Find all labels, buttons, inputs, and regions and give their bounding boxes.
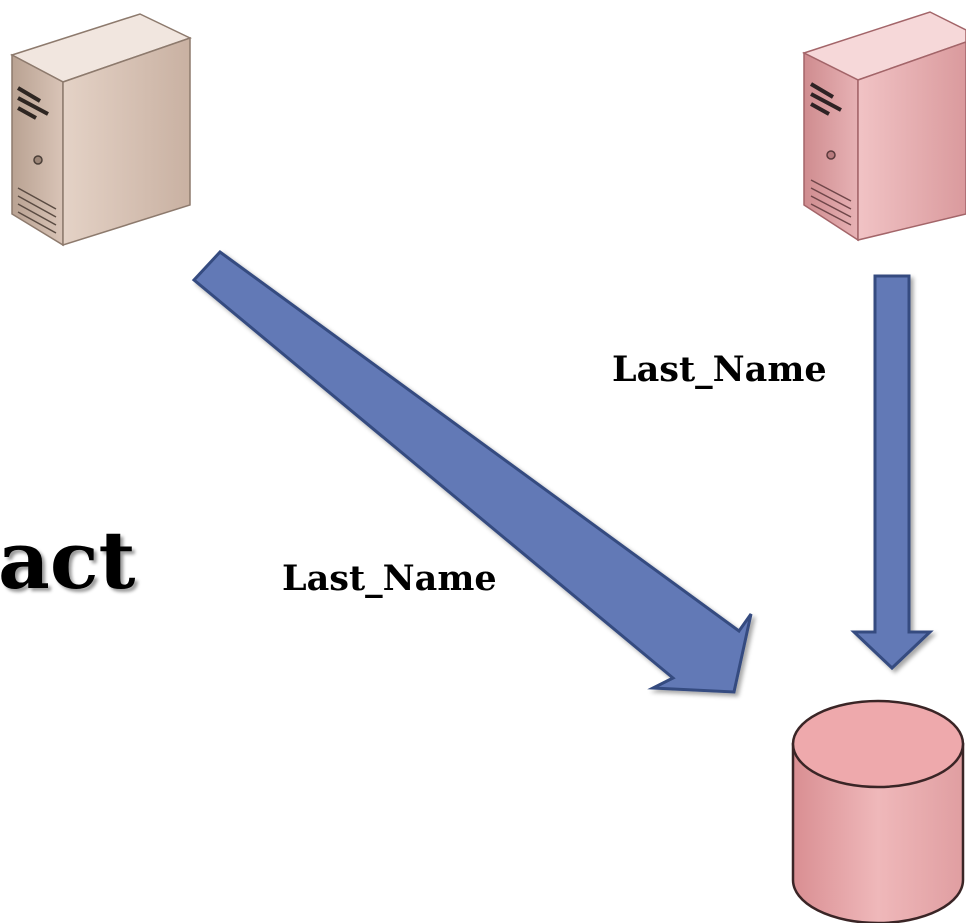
server-right-icon [802,11,966,242]
server-left-icon [10,13,192,247]
vertical-arrow [850,274,934,671]
title-fragment: act [0,513,136,607]
arrow-label-right: Last_Name [612,349,827,390]
diagonal-arrow [191,250,753,694]
arrow-label-left: Last_Name [282,558,497,599]
database-icon [791,699,965,923]
